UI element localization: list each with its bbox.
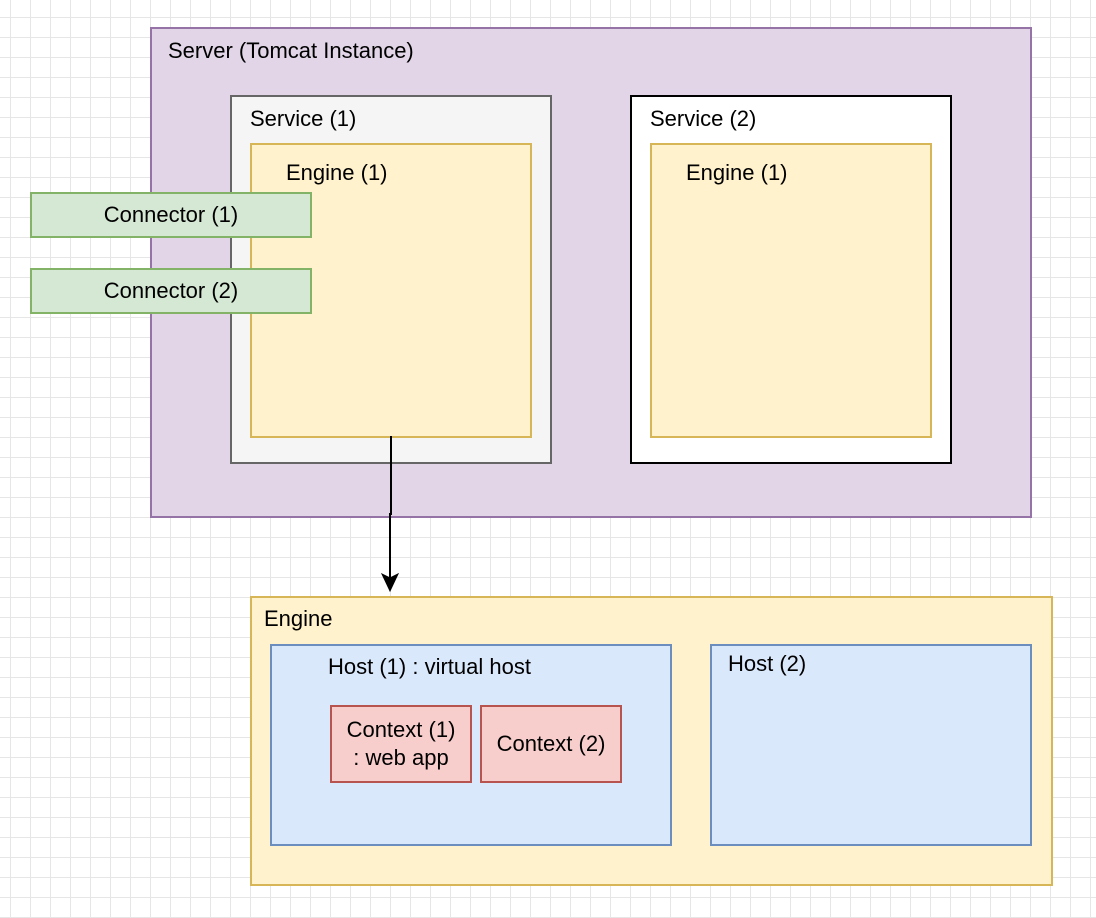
server-label: Server (Tomcat Instance) <box>168 38 414 63</box>
context-1-label-line1: Context (1) <box>346 717 456 742</box>
service-2-label: Service (2) <box>650 106 757 131</box>
context-1-label: Context (1) : web app <box>332 707 470 781</box>
service-1-engine-label: Engine (1) <box>286 160 388 185</box>
context-1-label-line2: : web app <box>353 745 449 770</box>
engine-detail-label: Engine <box>264 606 333 631</box>
engine-expand-arrow <box>380 436 400 593</box>
host-1-label: Host (1) : virtual host <box>328 654 531 679</box>
connector-1-label: Connector (1) <box>103 202 239 227</box>
connector-1[interactable]: Connector (1) <box>30 192 312 238</box>
context-2-label: Context (2) <box>496 731 606 756</box>
connector-2-label: Connector (2) <box>103 278 239 303</box>
host-2-label: Host (2) <box>728 651 807 676</box>
service-1-label: Service (1) <box>250 106 357 131</box>
service-2-engine-label: Engine (1) <box>686 160 788 185</box>
service-2-engine[interactable]: Engine (1) <box>650 143 932 438</box>
context-2[interactable]: Context (2) <box>480 705 622 783</box>
context-1[interactable]: Context (1) : web app <box>330 705 472 783</box>
connector-2[interactable]: Connector (2) <box>30 268 312 314</box>
host-2-container[interactable]: Host (2) <box>710 644 1032 846</box>
